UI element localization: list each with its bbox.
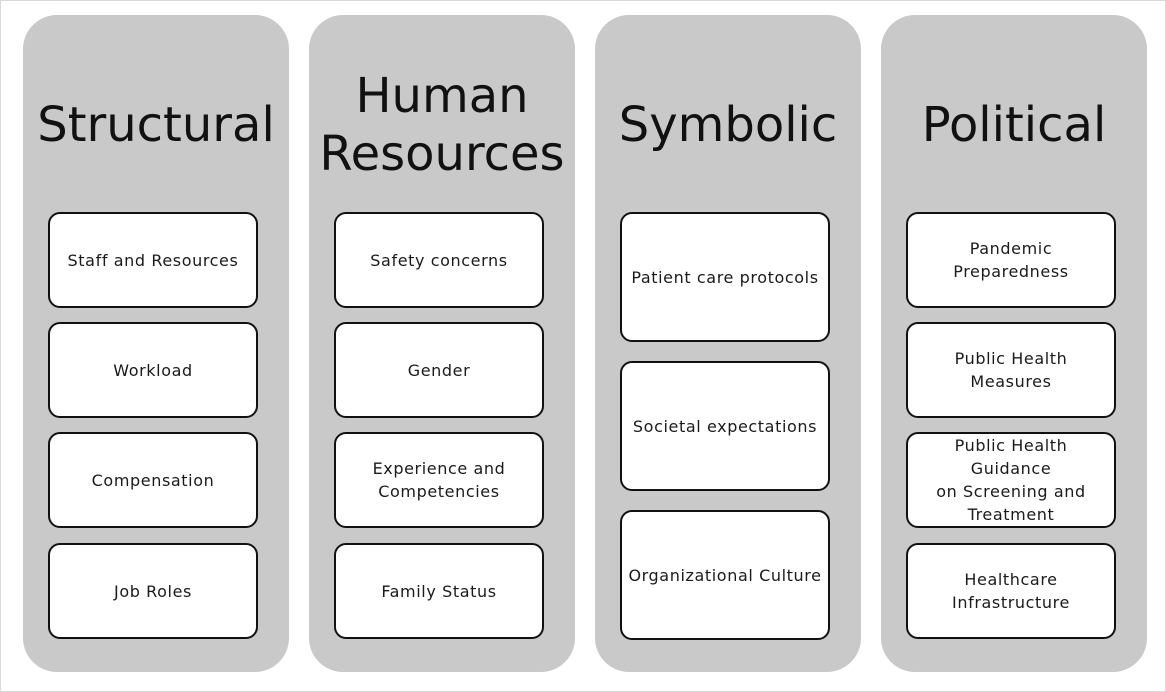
column-structural: Structural Staff and Resources Workload … bbox=[23, 15, 289, 672]
factor-box: Public Health Measures bbox=[906, 322, 1116, 418]
factor-box: Safety concerns bbox=[334, 212, 544, 308]
factor-box: Patient care protocols bbox=[620, 212, 830, 342]
column-human-resources: Human Resources Safety concerns Gender E… bbox=[309, 15, 575, 672]
column-title: Symbolic bbox=[618, 97, 838, 153]
column-title: Human Resources bbox=[319, 68, 565, 182]
column-title: Structural bbox=[37, 97, 275, 153]
factor-box: Gender bbox=[334, 322, 544, 418]
column-title: Political bbox=[921, 97, 1107, 153]
factor-box: Job Roles bbox=[48, 543, 258, 639]
column-political: Political Pandemic Preparedness Public H… bbox=[881, 15, 1147, 672]
factor-box: Staff and Resources bbox=[48, 212, 258, 308]
factor-box: Workload bbox=[48, 322, 258, 418]
column-symbolic: Symbolic Patient care protocols Societal… bbox=[595, 15, 861, 672]
factor-box: Compensation bbox=[48, 432, 258, 528]
factor-box: Public Health Guidance on Screening and … bbox=[906, 432, 1116, 528]
factor-box: Healthcare Infrastructure bbox=[906, 543, 1116, 639]
factor-box: Organizational Culture bbox=[620, 510, 830, 640]
factor-box: Pandemic Preparedness bbox=[906, 212, 1116, 308]
factor-box: Experience and Competencies bbox=[334, 432, 544, 528]
factor-box: Societal expectations bbox=[620, 361, 830, 491]
factor-box: Family Status bbox=[334, 543, 544, 639]
